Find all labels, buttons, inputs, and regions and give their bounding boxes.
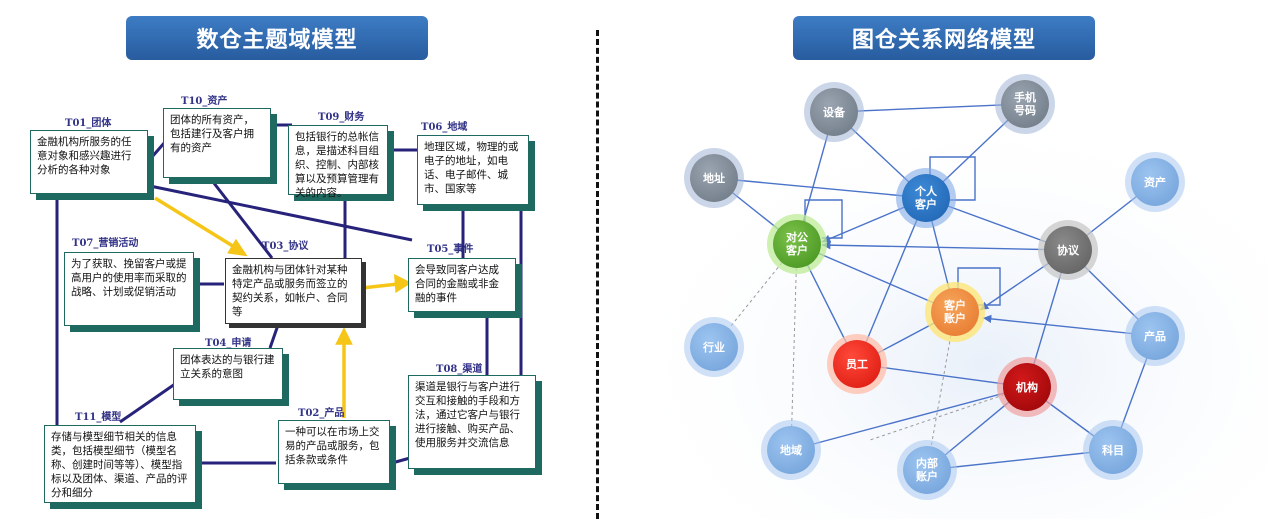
edge-dizhi-geren — [713, 177, 927, 199]
edge-kemu-neibu — [926, 449, 1114, 471]
connector-t04-t03 — [268, 324, 280, 349]
person-node: 个人 客户 — [902, 174, 950, 222]
arrowhead-t03-bottom — [335, 327, 353, 345]
self-loop-zhanghu — [957, 267, 1001, 306]
employee-node: 员工 — [833, 340, 881, 388]
arrowhead-t05 — [394, 274, 412, 294]
edge-xieyi-duigong — [821, 240, 1069, 251]
region-node: 地域 — [767, 426, 815, 474]
t09-box: 包括银行的总帐信息，是描述科目组织、控制、内部核算以及预算管理有关的内容。 — [288, 125, 388, 199]
arrowhead-t03-left — [227, 238, 248, 257]
dashed-duigong-diyu — [790, 243, 798, 451]
left-title-banner: 数仓主题域模型 — [126, 16, 428, 60]
t01-box: 金融机构所服务的任意对象和感兴趣进行分析的各种对象 — [30, 130, 148, 194]
t03-box: 金融机构与团体针对某种特定产品或服务而签立的契约关系，如帐户、合同等 — [225, 258, 362, 324]
edge-geren-yuangong — [856, 197, 927, 365]
t05-label: T05_事件 — [427, 244, 474, 255]
t07-label: T07_营销活动 — [72, 238, 139, 249]
phone-node: 手机 号码 — [1001, 80, 1049, 128]
t06-label: T06_地域 — [421, 122, 468, 133]
dashed-zhanghu-neibu — [926, 311, 956, 471]
self-loop-duigong — [804, 199, 843, 239]
edge-shebei-shouji — [833, 103, 1026, 113]
device-node: 设备 — [810, 88, 858, 136]
connector-t10-t03 — [208, 177, 274, 259]
connector-t01-t03-yellow — [154, 196, 237, 250]
t02-box: 一种可以在市场上交易的产品或服务，包括条款或条件 — [278, 420, 390, 484]
industry-node: 行业 — [690, 323, 738, 371]
asset-node: 资产 — [1131, 158, 1179, 206]
edge-yuangong-jigou — [856, 363, 1028, 388]
edge-chanpin-zhanghu — [982, 314, 1156, 337]
agreement-node: 协议 — [1044, 226, 1092, 274]
edge-jigou-diyu — [790, 386, 1028, 451]
t11-box: 存储与模型细节相关的信息类，包括模型细节（模型名称、创建时间等等）、模型指标以及… — [44, 425, 196, 503]
t10-label: T10_资产 — [181, 96, 228, 107]
connector-t01-t05 — [149, 184, 413, 242]
dashed-jigou-zhanghu — [869, 386, 1028, 441]
t01-label: T01_团体 — [65, 118, 112, 129]
t10-box: 团体的所有资产，包括建行及客户拥有的资产 — [163, 108, 271, 178]
t08-box: 渠道是银行与客户进行交互和接触的手段和方法，通过它客户与银行进行接触、购买产品、… — [408, 375, 536, 469]
t04-label: T04_申请 — [205, 338, 252, 349]
edge-duigong-zhanghu — [796, 243, 956, 313]
account-node: 客户 账户 — [931, 288, 979, 336]
t07-box: 为了获取、挽留客户或提高用户的使用率而采取的战略、计划或促销活动 — [64, 252, 194, 326]
section-divider — [596, 30, 599, 519]
right-title-banner: 图仓关系网络模型 — [793, 16, 1095, 60]
t04-box: 团体表达的与银行建立关系的意图 — [173, 348, 283, 400]
connector-t03-t05-yellow — [361, 282, 399, 290]
t02-label: T02_产品 — [298, 408, 345, 419]
t11-label: T11_模型 — [75, 412, 122, 423]
subject-node: 科目 — [1089, 426, 1137, 474]
self-loop-geren — [929, 156, 976, 201]
t08-label: T08_渠道 — [436, 364, 483, 375]
internal-account-node: 内部 账户 — [903, 446, 951, 494]
t06-box: 地理区域，物理的或电子的地址，如电话、电子邮件、城市、国家等 — [417, 135, 529, 205]
connector-t02-t08 — [391, 456, 411, 465]
organization-node: 机构 — [1003, 363, 1051, 411]
address-node: 地址 — [690, 154, 738, 202]
company-node: 对公 客户 — [773, 220, 821, 268]
t05-box: 会导致同客户达成合同的金融或非金融的事件 — [408, 258, 516, 312]
product-node: 产品 — [1131, 312, 1179, 360]
t03-label: T03_协议 — [262, 241, 309, 252]
connector-t11-t04 — [119, 382, 176, 424]
t09-label: T09_财务 — [318, 112, 365, 123]
connector-t01-t10 — [143, 141, 167, 166]
